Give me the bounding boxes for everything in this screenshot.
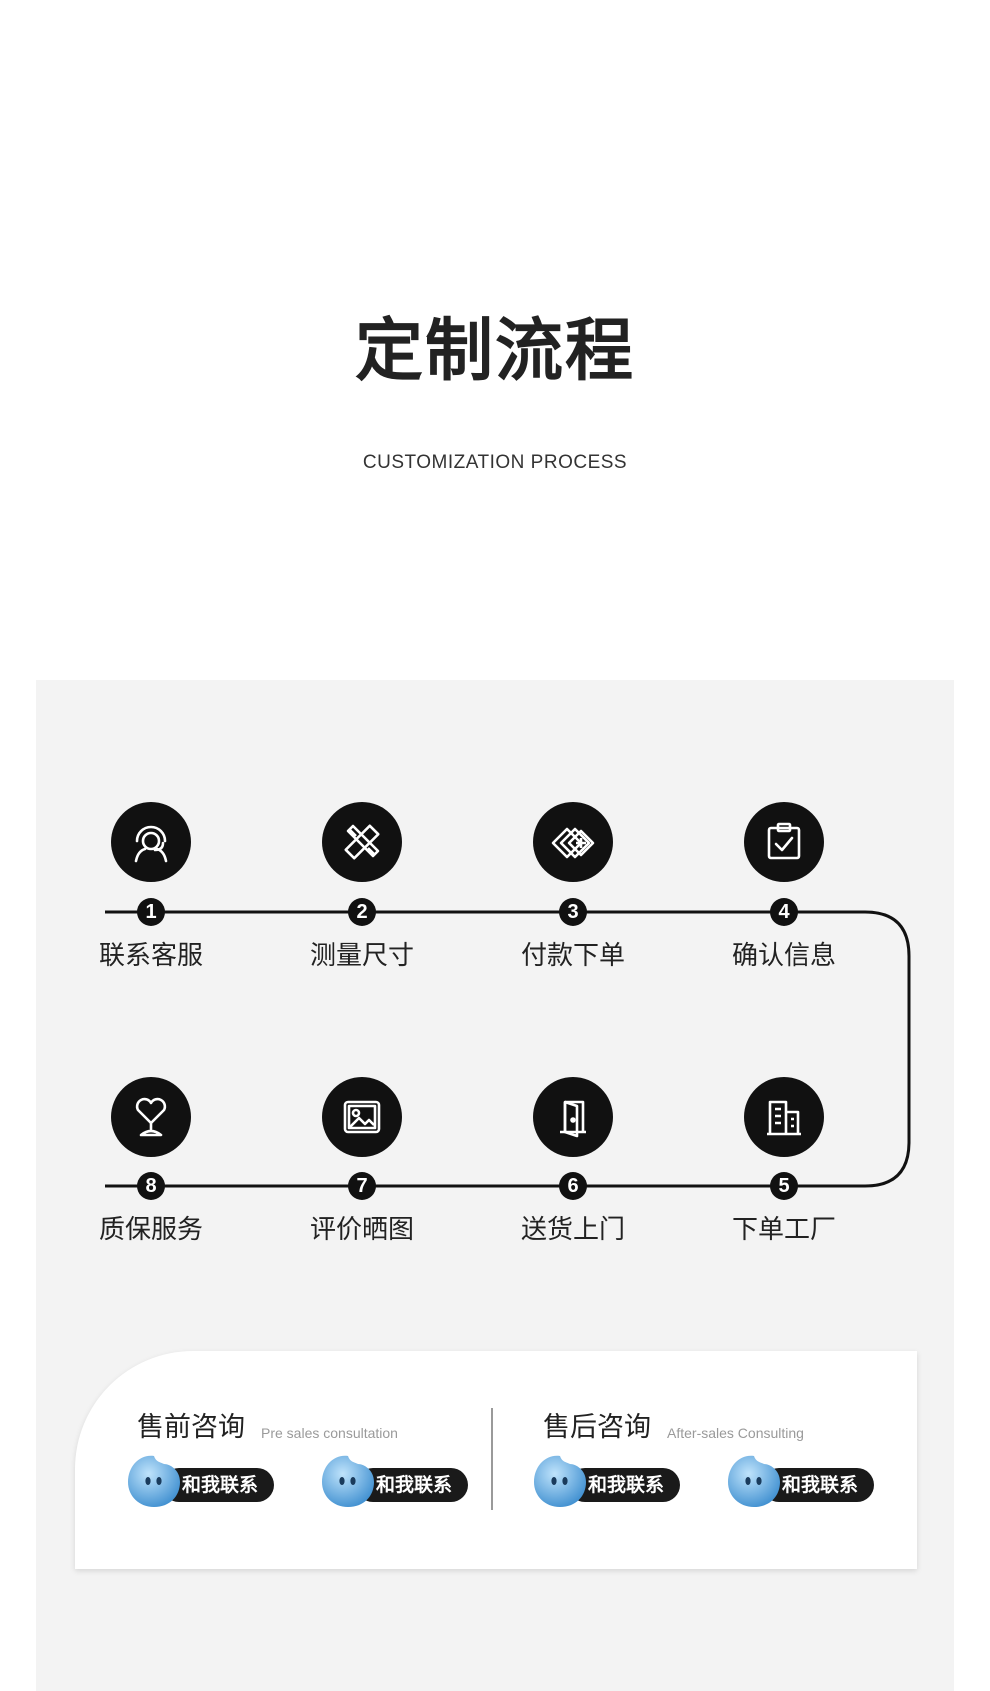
contact-button-pill: 和我联系 (568, 1468, 680, 1502)
ruler-pencil-icon (322, 802, 402, 882)
aftersales-subtitle: After-sales Consulting (667, 1425, 804, 1441)
step-number: 4 (770, 898, 798, 926)
step-number: 7 (348, 1172, 376, 1200)
contact-button-pill: 和我联系 (762, 1468, 874, 1502)
factory-building-icon (744, 1077, 824, 1157)
qq-bubble-icon (128, 1455, 180, 1507)
step-label: 确认信息 (731, 941, 836, 971)
page-title: 定制流程 (354, 312, 635, 391)
heart-trophy-icon (111, 1077, 191, 1157)
step-label: 送货上门 (520, 1215, 625, 1245)
presales-subtitle: Pre sales consultation (261, 1425, 398, 1441)
door-icon (533, 1077, 613, 1157)
image-icon (322, 1077, 402, 1157)
step-number: 8 (137, 1172, 165, 1200)
contact-button-pill: 和我联系 (356, 1468, 468, 1502)
step-number: 1 (137, 898, 165, 926)
contact-button-aftersales-1[interactable]: 和我联系 (530, 1452, 684, 1510)
contact-button-presales-2[interactable]: 和我联系 (318, 1452, 472, 1510)
step-label: 付款下单 (520, 941, 625, 971)
step-label: 质保服务 (98, 1215, 203, 1245)
qq-bubble-icon (534, 1455, 586, 1507)
step-label: 评价晒图 (309, 1215, 414, 1245)
contact-button-aftersales-2[interactable]: 和我联系 (724, 1452, 878, 1510)
step-number: 6 (559, 1172, 587, 1200)
customer-service-icon (111, 802, 191, 882)
qq-bubble-icon (728, 1455, 780, 1507)
step-label: 联系客服 (98, 941, 203, 971)
step-label: 测量尺寸 (309, 941, 414, 971)
contact-button-label: 和我联系 (376, 1474, 453, 1496)
qq-bubble-icon (322, 1455, 374, 1507)
contact-card (75, 1351, 917, 1569)
step-number: 2 (348, 898, 376, 926)
contact-button-pill: 和我联系 (162, 1468, 274, 1502)
step-number: 5 (770, 1172, 798, 1200)
clipboard-check-icon (744, 802, 824, 882)
presales-title: 售前咨询 (137, 1412, 245, 1443)
step-label: 下单工厂 (731, 1215, 836, 1245)
contact-button-presales-1[interactable]: 和我联系 (124, 1452, 278, 1510)
contact-button-label: 和我联系 (182, 1474, 259, 1496)
contact-button-label: 和我联系 (782, 1474, 859, 1496)
aftersales-title: 售后咨询 (543, 1412, 651, 1443)
cards-payment-icon (533, 802, 613, 882)
contact-button-label: 和我联系 (588, 1474, 665, 1496)
contact-divider (491, 1408, 493, 1510)
page-subtitle: CUSTOMIZATION PROCESS (362, 452, 628, 473)
step-number: 3 (559, 898, 587, 926)
